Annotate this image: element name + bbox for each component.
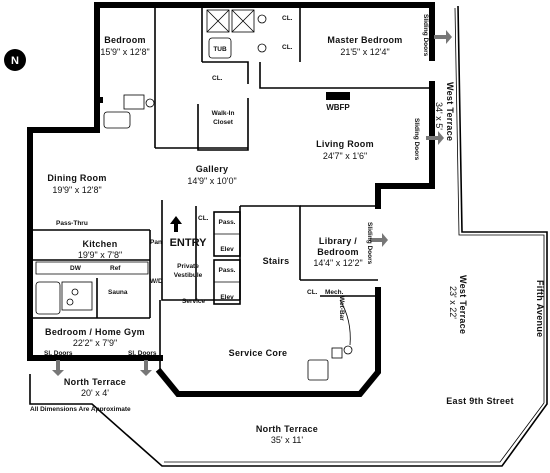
- wet-bar-counter: [339, 299, 351, 346]
- arrow-right-icon: [434, 30, 452, 44]
- sl-doors-left: Sl. Doors: [44, 350, 73, 357]
- room-name-stairs: Stairs: [263, 256, 290, 266]
- room-name-service-core: Service Core: [229, 348, 288, 358]
- room-dims-library: 14'4" x 12'2": [313, 258, 362, 268]
- bath-fixtures: [35, 9, 353, 381]
- street-east-9th: East 9th Street: [446, 396, 514, 406]
- sauna-label: Sauna: [108, 289, 128, 296]
- walk-in-closet-2: Closet: [213, 119, 234, 126]
- closet-label-1: CL.: [282, 15, 293, 22]
- closet-label-3: CL.: [212, 75, 223, 82]
- room-dims-bedroom-gym: 22'2" x 7'9": [73, 338, 117, 348]
- room-name-library-2: Bedroom: [317, 247, 359, 257]
- sliding-doors-living: Sliding Doors: [413, 118, 420, 161]
- room-name-kitchen: Kitchen: [82, 239, 117, 249]
- mech-label: Mech.: [325, 289, 344, 296]
- private-vestibule-2: Vestibule: [174, 272, 203, 279]
- room-name-library-1: Library /: [319, 236, 357, 246]
- tub-label: TUB: [213, 46, 227, 53]
- terrace-dims-north-small: 20' x 4': [81, 388, 109, 398]
- room-name-living-room: Living Room: [316, 139, 374, 149]
- terrace-name-west-top: West Terrace: [445, 82, 455, 141]
- room-dims-living-room: 24'7" x 1'6": [323, 151, 367, 161]
- room-name-dining-room: Dining Room: [47, 173, 106, 183]
- pass-elev-2-line1: Pass.: [219, 267, 236, 274]
- wet-bar-label: Wet-Bar: [338, 296, 345, 321]
- service-label: Service: [182, 298, 206, 305]
- terrace-name-north-large: North Terrace: [256, 424, 318, 434]
- arrow-down-icon: [52, 360, 64, 376]
- compass-label: N: [11, 55, 19, 67]
- fireplace: [326, 92, 350, 100]
- arrow-right-icon: [426, 131, 444, 145]
- terrace-outline: [29, 5, 548, 467]
- terrace-name-west-right: West Terrace: [458, 275, 468, 334]
- closet-label-4: CL.: [198, 215, 209, 222]
- compass: N: [4, 49, 26, 71]
- entry-label: ENTRY: [170, 237, 208, 249]
- room-name-master-bedroom: Master Bedroom: [327, 35, 402, 45]
- arrow-right-icon: [370, 233, 388, 247]
- room-name-bedroom-gym: Bedroom / Home Gym: [45, 327, 145, 337]
- pass-elev-1-line1: Pass.: [219, 219, 236, 226]
- terrace-name-north-small: North Terrace: [64, 377, 126, 387]
- arrow-down-icon: [140, 360, 152, 376]
- exterior-walls: [27, 2, 435, 397]
- closet-label-2: CL.: [282, 44, 293, 51]
- room-name-gallery: Gallery: [196, 164, 229, 174]
- wd-label: W/D: [150, 278, 163, 285]
- room-dims-bedroom: 15'9" x 12'8": [100, 47, 149, 57]
- terrace-dims-west-top: 34' x 5': [434, 102, 444, 130]
- disclaimer: All Dimensions Are Approximate: [30, 406, 131, 413]
- arrow-up-icon: [170, 216, 182, 232]
- closet-label-5: CL.: [307, 289, 318, 296]
- room-name-bedroom: Bedroom: [104, 35, 146, 45]
- sliding-door-arrows: [52, 30, 452, 376]
- pass-thru-label: Pass-Thru: [56, 220, 88, 227]
- pass-elev-2-line2: Elev: [220, 294, 234, 301]
- walk-in-closet-1: Walk-In: [212, 110, 235, 117]
- pass-elev-1-line2: Elev: [220, 246, 234, 253]
- terrace-dims-north-large: 35' x 11': [271, 435, 304, 445]
- pan-label: Pan: [150, 239, 162, 246]
- street-fifth-avenue: Fifth Avenue: [535, 280, 545, 337]
- wbfp-label: WBFP: [326, 103, 350, 112]
- terrace-dims-west-right: 23' x 22': [448, 286, 458, 319]
- sliding-doors-master: Sliding Doors: [422, 14, 429, 57]
- sl-doors-right: Sl. Doors: [128, 350, 157, 357]
- dw-label: DW: [70, 265, 82, 272]
- elevators: [213, 211, 241, 305]
- room-dims-gallery: 14'9" x 10'0": [187, 176, 236, 186]
- room-dims-kitchen: 19'9" x 7'8": [78, 250, 122, 260]
- terrace-outline-inner: [164, 7, 545, 463]
- room-dims-dining-room: 19'9" x 12'8": [52, 185, 101, 195]
- sliding-doors-library: Sliding Doors: [366, 222, 373, 265]
- room-dims-master-bedroom: 21'5" x 12'4": [340, 47, 389, 57]
- ref-label: Ref: [110, 265, 121, 272]
- private-vestibule-1: Private: [177, 263, 199, 270]
- kitchen-counter: [35, 261, 149, 275]
